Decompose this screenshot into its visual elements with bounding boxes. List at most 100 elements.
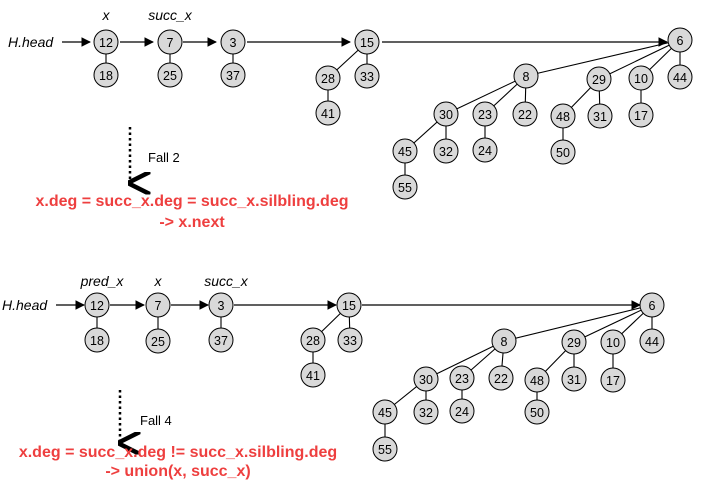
case-label-2: Fall 4 xyxy=(140,413,172,428)
panel-1: x succ_x H.head xyxy=(8,7,693,231)
svg-text:32: 32 xyxy=(419,406,433,420)
heap-node: 8 xyxy=(491,328,517,354)
heap-node: 24 xyxy=(449,398,475,424)
heap-node: 12 xyxy=(93,29,119,55)
svg-text:10: 10 xyxy=(606,336,620,350)
svg-text:41: 41 xyxy=(321,107,335,121)
heap-node: 7 xyxy=(145,292,171,318)
heap-node: 50 xyxy=(524,399,550,425)
heap-node: 3 xyxy=(220,29,246,55)
heap-node: 33 xyxy=(337,327,363,353)
heap-node: 31 xyxy=(587,103,613,129)
svg-text:33: 33 xyxy=(343,334,357,348)
svg-text:24: 24 xyxy=(455,405,469,419)
heap-node: 45 xyxy=(392,138,418,164)
head-label: H.head xyxy=(8,34,54,50)
heap-node: 29 xyxy=(586,66,612,92)
heap-node: 55 xyxy=(392,174,418,200)
condition-text-1: x.deg = succ_x.deg = succ_x.silbling.deg xyxy=(35,193,348,210)
heap-node: 31 xyxy=(561,366,587,392)
svg-text:44: 44 xyxy=(673,71,687,85)
heap-node: 17 xyxy=(628,102,654,128)
svg-text:28: 28 xyxy=(321,72,335,86)
svg-text:24: 24 xyxy=(478,144,492,158)
svg-text:31: 31 xyxy=(567,373,581,387)
heap-node: 22 xyxy=(512,101,538,127)
svg-text:48: 48 xyxy=(556,110,570,124)
heap-node: 10 xyxy=(628,65,654,91)
heap-node: 25 xyxy=(157,62,183,88)
svg-text:3: 3 xyxy=(218,299,225,313)
heap-node: 29 xyxy=(561,329,587,355)
heap-node: 25 xyxy=(145,328,171,354)
svg-text:55: 55 xyxy=(398,181,412,195)
heap-node: 48 xyxy=(524,367,550,393)
heap-node: 8 xyxy=(513,63,539,89)
svg-text:22: 22 xyxy=(518,108,532,122)
heap-node: 17 xyxy=(600,367,626,393)
heap-node: 32 xyxy=(433,138,459,164)
condition-text-2: x.deg = succ_x.deg != succ_x.silbling.de… xyxy=(19,444,337,461)
pointer-pred-x-label: pred_x xyxy=(80,273,125,289)
heap-node: 3 xyxy=(208,292,234,318)
svg-text:37: 37 xyxy=(214,334,228,348)
svg-text:8: 8 xyxy=(523,70,530,84)
heap-node: 6 xyxy=(639,292,665,318)
heap-node: 12 xyxy=(84,292,110,318)
svg-text:41: 41 xyxy=(306,369,320,383)
svg-text:6: 6 xyxy=(649,299,656,313)
heap-node: 6 xyxy=(667,27,693,53)
heap-node: 45 xyxy=(372,399,398,425)
svg-text:25: 25 xyxy=(151,335,165,349)
heap-node: 28 xyxy=(300,327,326,353)
svg-text:23: 23 xyxy=(478,108,492,122)
heap-node: 18 xyxy=(93,62,119,88)
svg-text:32: 32 xyxy=(439,145,453,159)
svg-text:3: 3 xyxy=(230,36,237,50)
heap-node: 55 xyxy=(372,436,398,462)
svg-text:30: 30 xyxy=(439,108,453,122)
heap-node: 41 xyxy=(300,362,326,388)
heap-node: 50 xyxy=(550,139,576,165)
heap-node: 24 xyxy=(472,137,498,163)
svg-text:7: 7 xyxy=(155,299,162,313)
heap-node: 48 xyxy=(550,103,576,129)
pointer-succ-x-label: succ_x xyxy=(148,7,193,23)
heap-node: 18 xyxy=(84,327,110,353)
svg-text:7: 7 xyxy=(167,36,174,50)
svg-text:50: 50 xyxy=(530,406,544,420)
heap-node: 15 xyxy=(336,292,362,318)
svg-text:18: 18 xyxy=(99,69,113,83)
svg-text:10: 10 xyxy=(634,72,648,86)
svg-text:45: 45 xyxy=(378,406,392,420)
svg-text:17: 17 xyxy=(634,109,648,123)
svg-text:17: 17 xyxy=(606,374,620,388)
heap-node: 44 xyxy=(639,328,665,354)
case-label-1: Fall 2 xyxy=(148,150,180,165)
svg-text:18: 18 xyxy=(90,334,104,348)
svg-text:12: 12 xyxy=(99,36,113,50)
heap-node: 23 xyxy=(449,365,475,391)
svg-text:44: 44 xyxy=(645,335,659,349)
heap-node: 37 xyxy=(208,327,234,353)
svg-text:23: 23 xyxy=(455,372,469,386)
svg-text:15: 15 xyxy=(360,36,374,50)
heap-node: 32 xyxy=(413,399,439,425)
svg-text:33: 33 xyxy=(360,70,374,84)
heap-node: 30 xyxy=(433,101,459,127)
svg-text:12: 12 xyxy=(90,299,104,313)
svg-text:6: 6 xyxy=(677,34,684,48)
svg-text:15: 15 xyxy=(342,299,356,313)
action-text-1: -> x.next xyxy=(159,214,225,231)
heap-node: 22 xyxy=(488,365,514,391)
heap-node: 10 xyxy=(600,329,626,355)
svg-text:8: 8 xyxy=(501,335,508,349)
heap-node: 28 xyxy=(315,65,341,91)
svg-text:45: 45 xyxy=(398,145,412,159)
heap-node: 23 xyxy=(472,101,498,127)
heap-node: 37 xyxy=(220,62,246,88)
svg-text:29: 29 xyxy=(592,73,606,87)
svg-text:22: 22 xyxy=(494,372,508,386)
pointer-x-label: x xyxy=(154,273,163,289)
